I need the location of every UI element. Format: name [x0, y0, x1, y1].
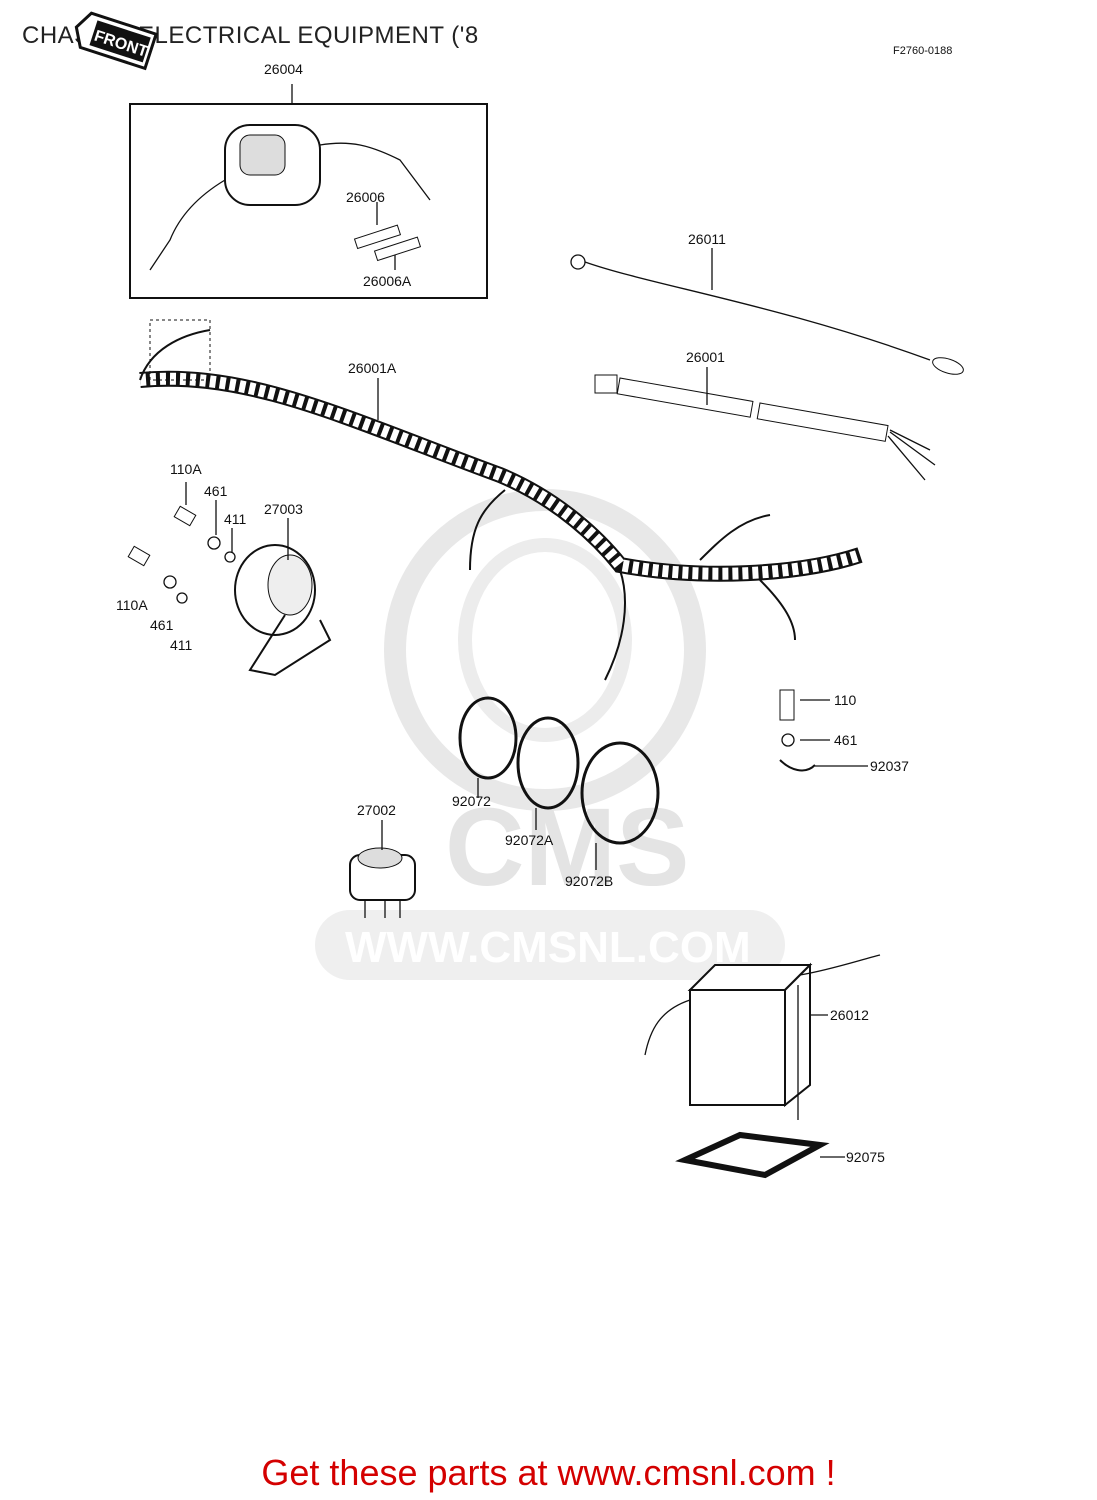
label-461-right: 461 — [834, 732, 858, 748]
watermark-site: WWW.CMSNL.COM — [345, 923, 751, 972]
label-92075: 92075 — [846, 1149, 885, 1165]
sub-harness — [594, 367, 936, 481]
label-26001A: 26001A — [348, 360, 397, 376]
label-110A-top: 110A — [170, 461, 202, 477]
label-26006: 26006 — [346, 189, 385, 205]
label-26004: 26004 — [264, 61, 303, 77]
front-sign: FRONT — [74, 11, 158, 71]
part-labels: 26004 26006 26006A 26011 26001A 26001 11… — [116, 61, 909, 1165]
label-92072A: 92072A — [505, 832, 554, 848]
main-harness — [139, 319, 863, 681]
relay — [349, 820, 416, 918]
battery-tray — [675, 1131, 845, 1179]
label-26011: 26011 — [688, 231, 726, 247]
label-92072: 92072 — [452, 793, 491, 809]
label-26001: 26001 — [686, 349, 725, 365]
label-92072B: 92072B — [565, 873, 613, 889]
label-27002: 27002 — [357, 802, 396, 818]
horn-assembly — [127, 482, 332, 677]
label-110A-bottom: 110A — [116, 597, 148, 613]
bands — [458, 696, 660, 870]
label-411-bottom: 411 — [170, 637, 193, 653]
label-110: 110 — [834, 692, 857, 708]
footer-promo[interactable]: Get these parts at www.cmsnl.com ! — [261, 1452, 836, 1493]
label-27003: 27003 — [264, 501, 303, 517]
clamp-fasteners — [779, 689, 868, 772]
igniter-box — [129, 84, 488, 299]
ground-cable — [570, 248, 964, 375]
diagram-code: F2760-0188 — [893, 45, 953, 57]
label-92037: 92037 — [870, 758, 909, 774]
battery — [644, 954, 881, 1120]
label-461-top: 461 — [204, 483, 228, 499]
watermark-logo: CMS — [445, 786, 689, 909]
label-26012: 26012 — [830, 1007, 869, 1023]
label-26006A: 26006A — [363, 273, 412, 289]
label-461-bottom: 461 — [150, 617, 174, 633]
label-411-top: 411 — [224, 511, 247, 527]
